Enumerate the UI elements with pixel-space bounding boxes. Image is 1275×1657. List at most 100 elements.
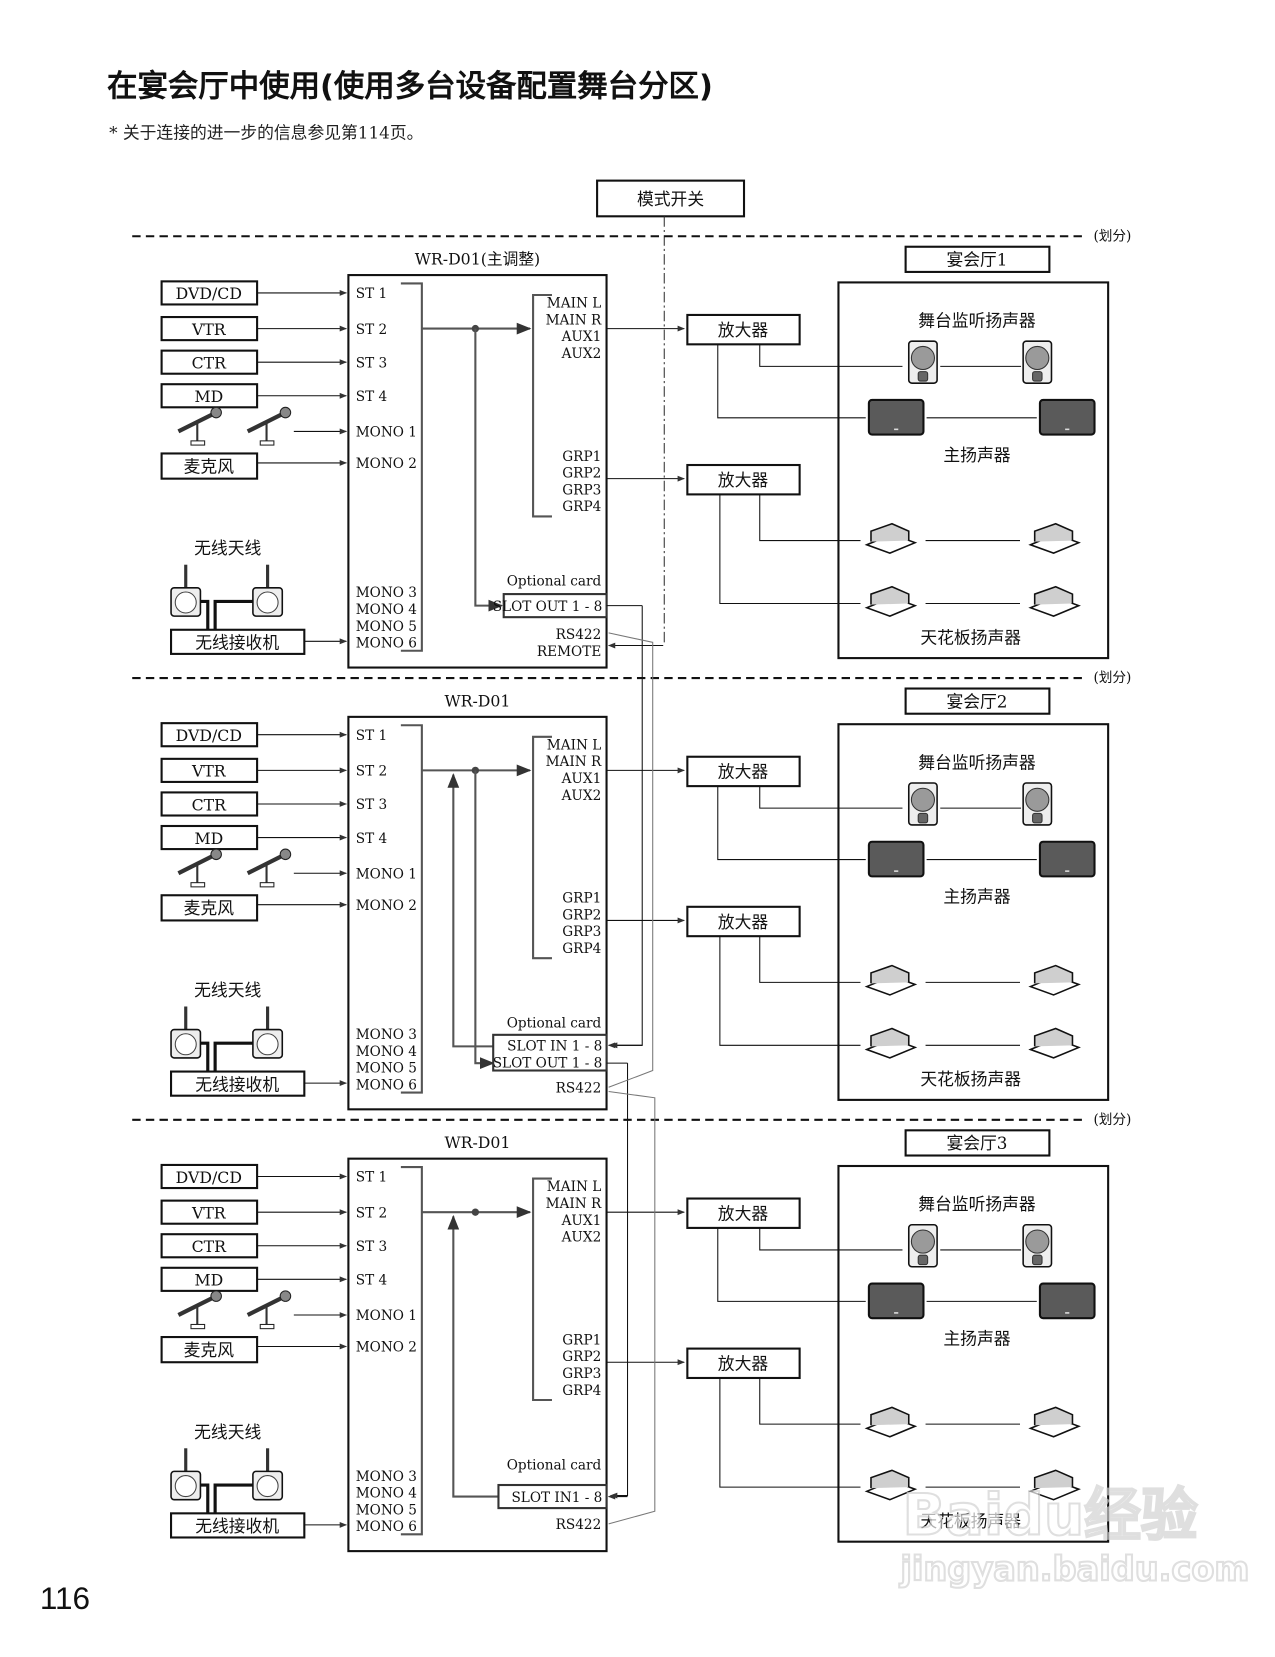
antenna-icon xyxy=(170,1448,202,1501)
amplifier xyxy=(686,313,801,346)
input-port: MONO 1 xyxy=(356,425,417,441)
ceiling-speaker-icon xyxy=(864,522,918,555)
monitor-speaker-icon xyxy=(907,782,938,826)
unit-title: WR-D01 xyxy=(444,1133,510,1152)
source-md: MD xyxy=(160,1266,348,1292)
remote-label: REMOTE xyxy=(537,644,601,660)
group-port: GRP4 xyxy=(562,499,601,515)
divider-label: (划分) xyxy=(1093,670,1131,686)
rs422-link-2-3 xyxy=(608,1090,656,1525)
amplifier xyxy=(686,1197,801,1229)
ceiling-speaker-label: 天花板扬声器 xyxy=(920,1069,1021,1089)
ceiling-speaker-icon xyxy=(1028,522,1081,555)
mono-port: MONO 3 xyxy=(356,585,417,601)
antenna-label: 无线天线 xyxy=(194,538,261,558)
section-1: (划分)DVD/CDVTRCTRMD麦克风无线天线无线接收机WR-D01(主调整… xyxy=(132,228,1131,669)
source-vtr-label: VTR xyxy=(191,1203,227,1222)
microphones: 麦克风 xyxy=(160,406,348,480)
amplifier-label: 放大器 xyxy=(718,1204,769,1224)
slot-link-2-3 xyxy=(610,1063,629,1499)
group-port: GRP1 xyxy=(562,1332,601,1348)
source-ctr-label: CTR xyxy=(192,353,228,372)
source-md: MD xyxy=(160,383,348,409)
rs422-label: RS422 xyxy=(556,1517,602,1533)
ceiling-speaker-icon xyxy=(1028,1027,1081,1059)
page-note: * 关于连接的进一步的信息参见第114页。 xyxy=(109,123,423,143)
microphone-icon xyxy=(177,406,222,446)
mono-port: MONO 4 xyxy=(356,602,417,618)
source-dvd-label: DVD/CD xyxy=(176,1168,242,1187)
source-dvd: DVD/CD xyxy=(160,1163,348,1190)
input-port: ST 3 xyxy=(356,355,387,371)
antenna-label: 无线天线 xyxy=(194,1422,261,1442)
main-speaker-icon xyxy=(867,1282,925,1320)
main-speaker-icon xyxy=(867,398,925,436)
mono-port: MONO 3 xyxy=(356,1027,417,1043)
input-port: ST 2 xyxy=(356,322,387,338)
mono-port: MONO 5 xyxy=(356,1061,417,1077)
input-port: MONO 1 xyxy=(356,1308,417,1324)
mode-switch: 模式开关 xyxy=(596,179,746,645)
slot-in-out xyxy=(492,1033,608,1072)
group-port: GRP2 xyxy=(562,907,601,923)
group-port: GRP1 xyxy=(562,891,601,907)
output-port: MAIN L xyxy=(547,737,601,753)
page-title: 在宴会厅中使用(使用多台设备配置舞台分区) xyxy=(107,69,713,105)
main-speaker-label: 主扬声器 xyxy=(943,887,1010,907)
ceiling-speaker-icon xyxy=(864,1406,918,1438)
antenna-icon xyxy=(252,1006,284,1059)
input-port: ST 1 xyxy=(356,286,387,302)
source-ctr: CTR xyxy=(160,791,348,817)
slot-in-label: SLOT IN1 - 8 xyxy=(511,1490,602,1506)
main-speaker-icon xyxy=(867,840,925,878)
mono-port: MONO 5 xyxy=(356,619,417,635)
source-ctr: CTR xyxy=(160,349,348,375)
source-ctr: CTR xyxy=(160,1233,348,1259)
main-speaker-icon xyxy=(1038,398,1096,436)
input-port: MONO 1 xyxy=(356,866,417,882)
source-md-label: MD xyxy=(194,387,223,406)
ceiling-speaker-icon xyxy=(1028,1469,1081,1501)
amplifier xyxy=(686,755,801,788)
group-port: GRP3 xyxy=(562,482,601,498)
slot-out-label: SLOT OUT 1 - 8 xyxy=(493,1055,603,1071)
source-vtr-label: VTR xyxy=(191,320,227,339)
slot-out-label: SLOT OUT 1 - 8 xyxy=(493,599,603,615)
antenna-label: 无线天线 xyxy=(194,980,261,1000)
group-port: GRP4 xyxy=(562,1383,601,1399)
optional-card-label: Optional card xyxy=(507,1015,602,1031)
rs422-link-1-2 xyxy=(608,632,654,1088)
room-name: 宴会厅1 xyxy=(946,250,1007,270)
output-port: AUX2 xyxy=(561,346,602,362)
input-port: ST 1 xyxy=(356,1170,387,1186)
input-port: ST 1 xyxy=(356,728,387,744)
receiver-label: 无线接收机 xyxy=(195,633,279,653)
rs422-label: RS422 xyxy=(556,1081,602,1097)
ceiling-speaker-icon xyxy=(864,964,918,996)
output-port: AUX2 xyxy=(561,788,602,804)
room-name: 宴会厅3 xyxy=(946,1133,1007,1153)
room-name: 宴会厅2 xyxy=(946,691,1007,711)
source-md-label: MD xyxy=(194,829,223,848)
output-port: MAIN R xyxy=(546,312,602,328)
ceiling-speaker-label: 天花板扬声器 xyxy=(920,627,1021,647)
ceiling-speaker-label: 天花板扬声器 xyxy=(920,1511,1021,1531)
ceiling-speaker-icon xyxy=(864,1027,918,1059)
monitor-speaker-icon xyxy=(907,1223,938,1268)
input-port: MONO 2 xyxy=(356,1340,417,1356)
mic-label: 麦克风 xyxy=(184,898,235,918)
source-dvd: DVD/CD xyxy=(160,722,348,748)
mic-label: 麦克风 xyxy=(184,1340,235,1360)
ceiling-speaker-icon xyxy=(864,1469,918,1501)
watermark-url: jingyan.baidu.com xyxy=(898,1550,1249,1589)
amplifier xyxy=(686,463,801,496)
group-port: GRP1 xyxy=(562,449,601,465)
output-port: AUX2 xyxy=(561,1230,602,1246)
